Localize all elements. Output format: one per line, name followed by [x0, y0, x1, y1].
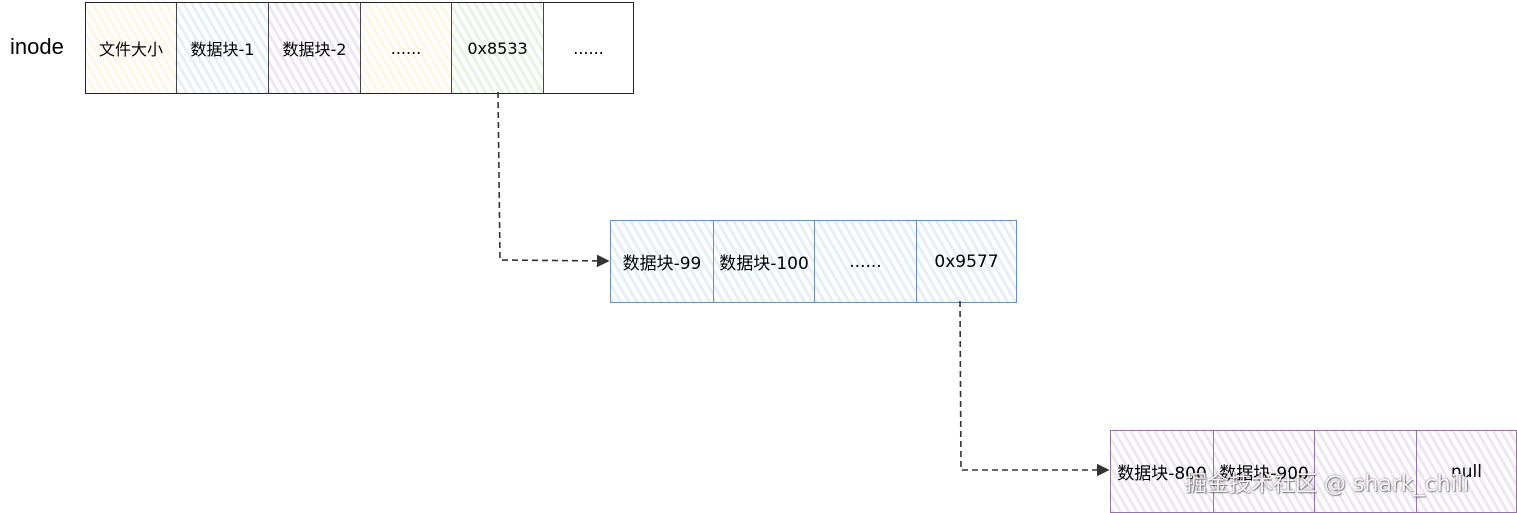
pointer-cell: 0x9577 — [917, 221, 1016, 302]
block-cell: 数据块-900 — [1214, 431, 1315, 512]
block-cell: ...... — [361, 3, 452, 93]
watermark: 掘金技术社区 @ shark_chili — [1185, 472, 1470, 497]
inode-label: inode — [10, 34, 64, 59]
indirect-block-row-2: 数据块-800 数据块-900 null — [1110, 430, 1517, 513]
arrow-connector — [959, 300, 1110, 477]
block-cell: 数据块-99 — [611, 221, 714, 302]
arrow-connector — [497, 91, 610, 268]
block-cell-file-size: 文件大小 — [86, 3, 177, 93]
pointer-cell-null: null — [1417, 431, 1516, 512]
inode-block-row: 文件大小 数据块-1 数据块-2 ...... 0x8533 ...... — [85, 2, 634, 94]
block-cell: 数据块-1 — [177, 3, 269, 93]
block-cell — [1315, 431, 1417, 512]
block-cell: ...... — [815, 221, 917, 302]
pointer-cell: 0x8533 — [452, 3, 544, 93]
block-cell: 数据块-2 — [269, 3, 361, 93]
indirect-block-row-1: 数据块-99 数据块-100 ...... 0x9577 — [610, 220, 1017, 303]
block-cell: 数据块-800 — [1111, 431, 1214, 512]
block-cell: ...... — [544, 3, 633, 93]
block-cell: 数据块-100 — [714, 221, 815, 302]
